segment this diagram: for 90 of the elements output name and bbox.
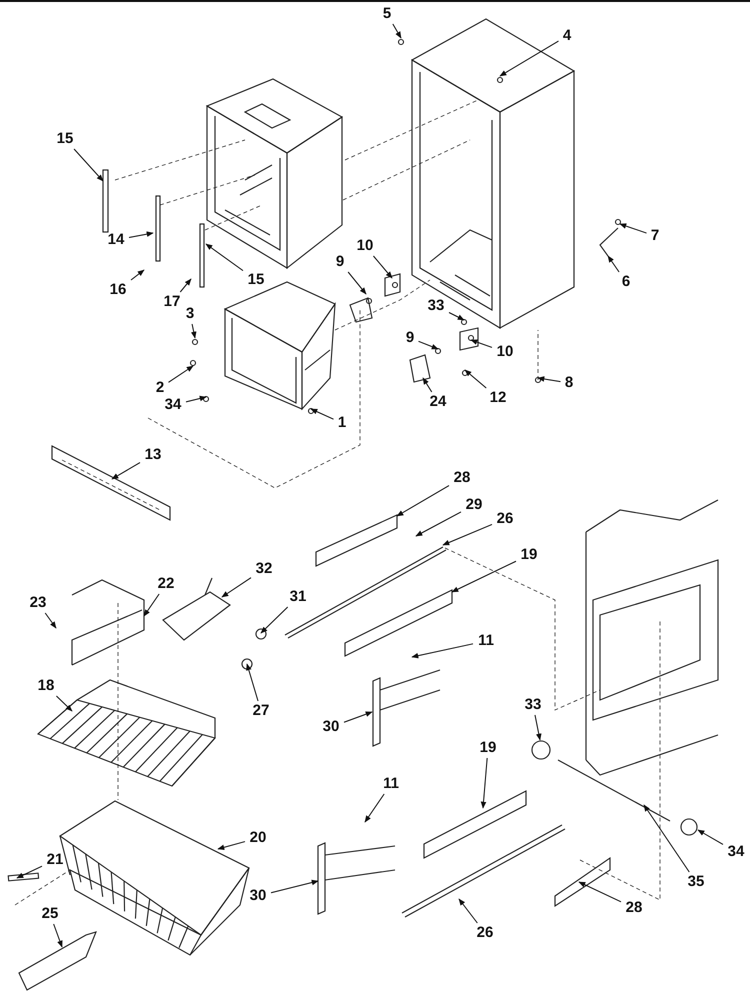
leader-line bbox=[578, 882, 622, 902]
leader-line bbox=[130, 270, 145, 280]
callout-number: 25 bbox=[38, 905, 62, 923]
leader-line bbox=[392, 24, 402, 39]
leader-line bbox=[418, 340, 439, 350]
callout-number: 32 bbox=[252, 560, 276, 578]
callout-number: 7 bbox=[648, 227, 662, 245]
callout-number: 15 bbox=[244, 271, 268, 289]
callout-number: 10 bbox=[353, 237, 377, 255]
callout-number: 3 bbox=[182, 305, 198, 323]
callout-number: 18 bbox=[34, 677, 58, 695]
callout-number: 26 bbox=[493, 510, 517, 528]
leader-line bbox=[74, 148, 104, 182]
leader-line bbox=[270, 880, 319, 894]
callout-number: 4 bbox=[560, 27, 574, 45]
callout-number: 20 bbox=[246, 829, 270, 847]
callout-number: 12 bbox=[486, 389, 510, 407]
callout-number: 33 bbox=[521, 696, 545, 714]
leader-line bbox=[480, 758, 488, 809]
leader-line bbox=[537, 376, 561, 382]
leader-line bbox=[608, 255, 620, 272]
leader-line bbox=[168, 366, 194, 383]
leader-line bbox=[217, 841, 246, 850]
callout-number: 17 bbox=[160, 293, 184, 311]
leader-line bbox=[372, 256, 392, 279]
leader-line bbox=[260, 606, 288, 634]
callout-number: 34 bbox=[161, 396, 185, 414]
callout-number: 13 bbox=[141, 446, 165, 464]
leader-line bbox=[111, 462, 140, 480]
leader-line bbox=[470, 339, 492, 348]
leader-line bbox=[499, 40, 559, 76]
callout-number: 1 bbox=[334, 414, 350, 432]
leader-line bbox=[44, 612, 56, 629]
callout-number: 28 bbox=[450, 469, 474, 487]
leader-line bbox=[221, 577, 252, 598]
leader-line bbox=[534, 714, 542, 741]
callout-number: 24 bbox=[426, 393, 450, 411]
leader-line bbox=[697, 830, 724, 845]
leader-line bbox=[344, 712, 373, 723]
leader-line bbox=[458, 898, 478, 924]
leader-line bbox=[186, 396, 207, 402]
leader-line bbox=[396, 485, 450, 516]
leader-line bbox=[246, 663, 259, 702]
callout-number: 9 bbox=[402, 329, 418, 347]
callout-number: 23 bbox=[26, 594, 50, 612]
leader-line bbox=[180, 278, 192, 292]
leader-line bbox=[451, 560, 516, 592]
leader-line bbox=[310, 408, 334, 420]
leader-line bbox=[448, 312, 465, 320]
callout-number: 33 bbox=[424, 297, 448, 315]
callout-number: 11 bbox=[379, 775, 403, 793]
callout-number: 27 bbox=[249, 702, 273, 720]
leader-line bbox=[422, 377, 432, 392]
leader-line bbox=[364, 794, 385, 823]
callout-number: 6 bbox=[618, 273, 634, 291]
leader-line bbox=[16, 866, 42, 878]
leader-line bbox=[56, 696, 72, 712]
callout-number: 30 bbox=[319, 718, 343, 736]
leader-line bbox=[144, 594, 160, 617]
callout-number: 5 bbox=[380, 5, 394, 23]
callout-number: 30 bbox=[246, 887, 270, 905]
callout-number: 26 bbox=[473, 924, 497, 942]
callout-number: 28 bbox=[622, 899, 646, 917]
callout-number: 34 bbox=[724, 843, 748, 861]
callout-number: 35 bbox=[684, 873, 708, 891]
callout-number: 11 bbox=[474, 632, 498, 650]
callout-number: 10 bbox=[493, 343, 517, 361]
callout-number: 21 bbox=[43, 851, 67, 869]
callout-number: 31 bbox=[286, 588, 310, 606]
callout-number: 15 bbox=[53, 130, 77, 148]
leader-line bbox=[128, 231, 154, 238]
leader-line bbox=[411, 643, 474, 658]
callout-number: 19 bbox=[517, 546, 541, 564]
leader-line bbox=[464, 370, 487, 388]
leader-line bbox=[53, 924, 62, 948]
callout-number: 22 bbox=[154, 575, 178, 593]
callout-number: 2 bbox=[152, 379, 168, 397]
callout-number: 16 bbox=[106, 281, 130, 299]
callout-number: 14 bbox=[104, 231, 128, 249]
callout-number: 9 bbox=[332, 253, 348, 271]
callout-number: 29 bbox=[462, 496, 486, 514]
leader-line bbox=[348, 272, 366, 295]
leader-line bbox=[415, 511, 462, 536]
leader-line bbox=[205, 244, 244, 272]
leader-line bbox=[442, 524, 492, 546]
leader-line bbox=[619, 223, 647, 234]
leader-line bbox=[644, 804, 690, 872]
callout-number: 19 bbox=[476, 739, 500, 757]
callout-number: 8 bbox=[562, 374, 576, 392]
leader-line bbox=[190, 324, 196, 339]
